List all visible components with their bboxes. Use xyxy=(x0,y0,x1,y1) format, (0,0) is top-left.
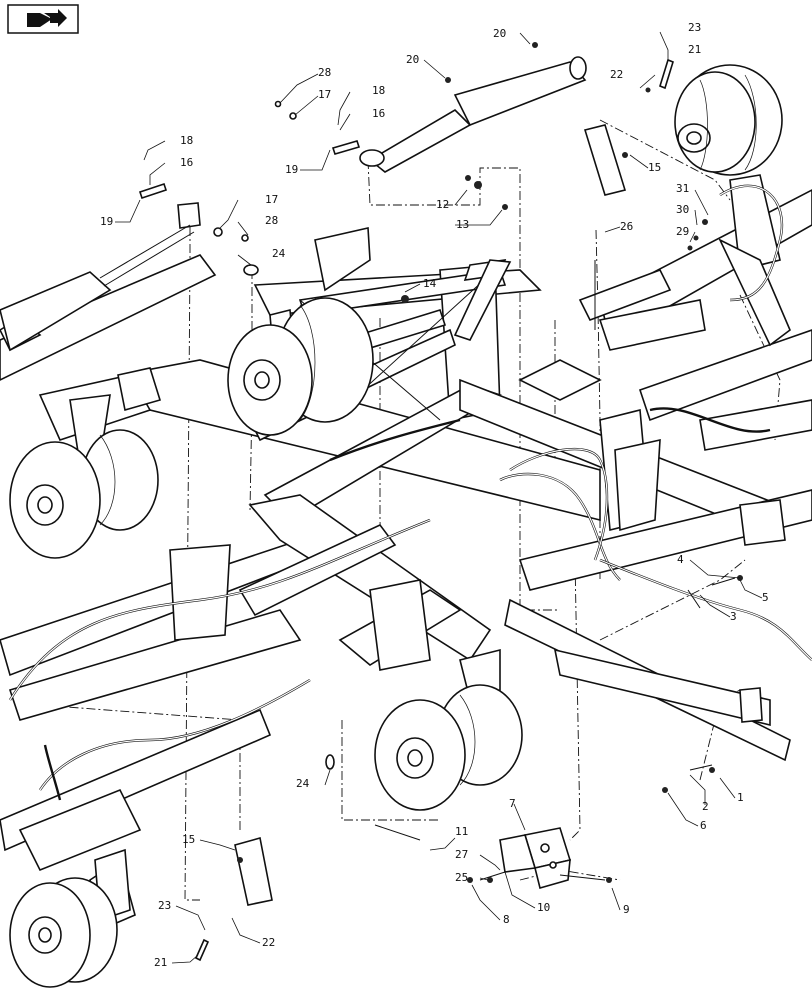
valve-block xyxy=(479,827,606,889)
callout-10[interactable]: 10 xyxy=(537,901,550,914)
callout-23[interactable]: 23 xyxy=(688,21,701,34)
wheels xyxy=(9,64,783,988)
callout-11[interactable]: 11 xyxy=(455,825,468,838)
callout-15[interactable]: 15 xyxy=(182,833,195,846)
callout-3[interactable]: 3 xyxy=(730,610,737,623)
callout-29[interactable]: 29 xyxy=(676,225,689,238)
callout-2[interactable]: 2 xyxy=(702,800,709,813)
callout-28[interactable]: 28 xyxy=(318,66,331,79)
callout-1[interactable]: 1 xyxy=(737,791,744,804)
callout-17[interactable]: 17 xyxy=(318,88,331,101)
callout-20[interactable]: 20 xyxy=(493,27,506,40)
callout-4[interactable]: 4 xyxy=(677,553,684,566)
left-wing-frame xyxy=(0,254,601,932)
hydraulic-hoses xyxy=(8,184,812,801)
callout-21[interactable]: 21 xyxy=(154,956,167,969)
callout-16[interactable]: 16 xyxy=(180,156,193,169)
callout-18[interactable]: 18 xyxy=(372,84,385,97)
callout-labels: 20 20 23 21 22 28 17 18 16 16 18 19 19 1… xyxy=(100,21,769,969)
hardware-parts xyxy=(138,42,743,962)
callout-24[interactable]: 24 xyxy=(272,247,286,260)
callout-6[interactable]: 6 xyxy=(700,819,707,832)
callout-13[interactable]: 13 xyxy=(456,218,469,231)
callout-5[interactable]: 5 xyxy=(762,591,769,604)
callout-7[interactable]: 7 xyxy=(509,797,516,810)
callout-14[interactable]: 14 xyxy=(423,277,437,290)
callout-22[interactable]: 22 xyxy=(610,68,623,81)
callout-17[interactable]: 17 xyxy=(265,193,278,206)
callout-19[interactable]: 19 xyxy=(285,163,298,176)
callout-24[interactable]: 24 xyxy=(296,777,310,790)
callout-18[interactable]: 18 xyxy=(180,134,193,147)
callout-30[interactable]: 30 xyxy=(676,203,689,216)
callout-12[interactable]: 12 xyxy=(436,198,449,211)
book-arrow-icon[interactable] xyxy=(7,4,79,34)
callout-20[interactable]: 20 xyxy=(406,53,419,66)
callout-8[interactable]: 8 xyxy=(503,913,510,926)
callout-16[interactable]: 16 xyxy=(372,107,385,120)
callout-21[interactable]: 21 xyxy=(688,43,701,56)
leader-lines xyxy=(115,31,763,964)
callout-28[interactable]: 28 xyxy=(265,214,278,227)
right-wing-frame xyxy=(598,174,812,451)
hydraulic-cylinders xyxy=(0,56,791,906)
callout-22[interactable]: 22 xyxy=(262,936,275,949)
callout-26[interactable]: 26 xyxy=(620,220,633,233)
callout-9[interactable]: 9 xyxy=(623,903,630,916)
callout-31[interactable]: 31 xyxy=(676,182,689,195)
callout-25[interactable]: 25 xyxy=(455,871,468,884)
callout-15[interactable]: 15 xyxy=(648,161,661,174)
callout-19[interactable]: 19 xyxy=(100,215,113,228)
callout-27[interactable]: 27 xyxy=(455,848,468,861)
callout-23[interactable]: 23 xyxy=(158,899,171,912)
